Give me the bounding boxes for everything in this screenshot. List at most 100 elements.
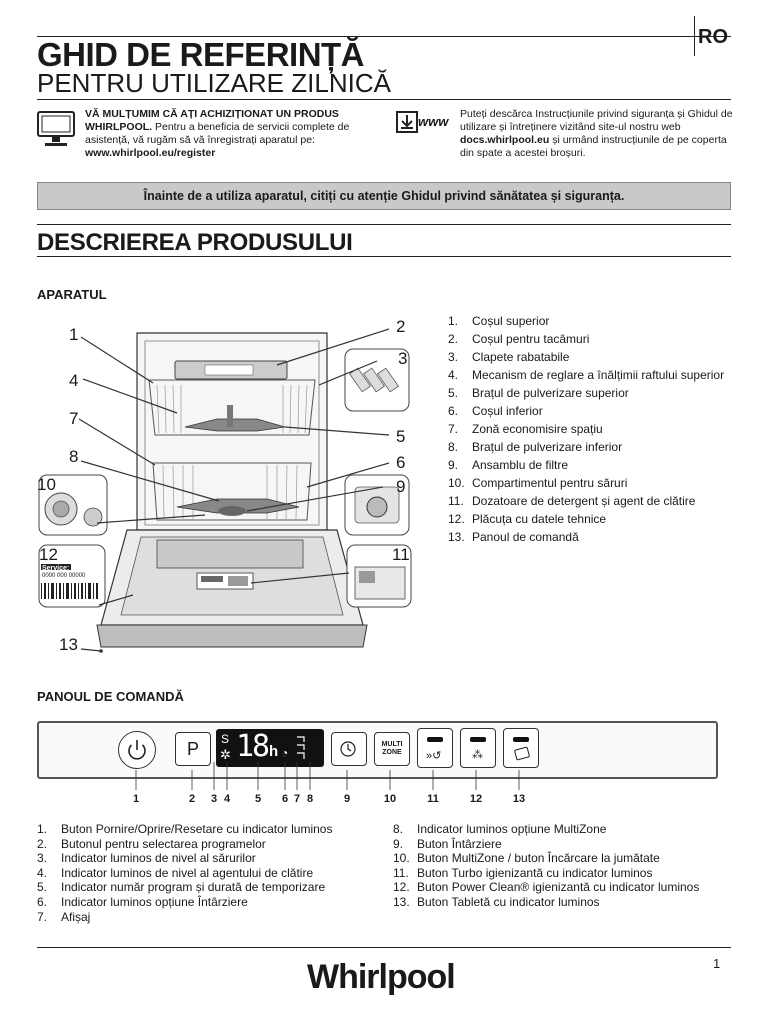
power-clean-button[interactable]: ⁂: [460, 728, 496, 768]
panel-number-1: 1: [132, 793, 140, 805]
download-text: Puteți descărca Instrucțiunile privind s…: [460, 108, 734, 160]
panel-number-10: 10: [383, 793, 397, 805]
rinse-aid-indicator: ✲: [220, 747, 231, 762]
list-item: 4.Mecanism de reglare a înălțimii raftul…: [448, 368, 725, 382]
callout-2: 2: [396, 317, 406, 336]
tablet-icon: [513, 746, 531, 761]
section-title: DESCRIEREA PRODUSULUI: [37, 229, 353, 256]
program-button[interactable]: P: [175, 732, 211, 766]
panel-number-11: 11: [427, 793, 439, 805]
list-item: 13.Panoul de comandă: [448, 530, 579, 544]
power-clean-indicator: [470, 737, 486, 742]
download-icon: [396, 111, 452, 140]
list-item: 5.Indicator număr program și durată de t…: [37, 880, 326, 895]
list-item: 8.Brațul de pulverizare inferior: [448, 440, 623, 454]
list-item: 2.Butonul pentru selectarea programelor: [37, 836, 266, 851]
panel-number-7: 7: [293, 793, 301, 805]
turbo-button[interactable]: »↺: [417, 728, 453, 768]
panel-number-12: 12: [469, 793, 483, 805]
list-item: 7.Zonă economisire spațiu: [448, 422, 603, 436]
list-item: 12.Buton Power Clean® igienizantă cu ind…: [393, 880, 700, 895]
list-item: 10.Compartimentul pentru săruri: [448, 476, 628, 490]
panel-legend-left: 1.Buton Pornire/Oprire/Resetare cu indic…: [37, 822, 387, 924]
callout-8: 8: [69, 447, 79, 466]
callout-3: 3: [398, 349, 408, 368]
list-item: 12.Plăcuța cu datele tehnice: [448, 512, 607, 526]
parts-list: 1.Coșul superior 2.Coșul pentru tacâmuri…: [448, 312, 738, 546]
list-item: 8.Indicator luminos opțiune MultiZone: [393, 822, 607, 836]
list-item: 7.Afișaj: [37, 909, 91, 924]
download-url[interactable]: docs.whirlpool.eu: [460, 134, 550, 146]
callout-11: 11: [392, 545, 410, 564]
tablet-indicator: [513, 737, 529, 742]
list-item: 9.Ansamblu de filtre: [448, 458, 569, 472]
list-item: 3.Indicator luminos de nivel al sărurilo…: [37, 851, 256, 866]
multizone-button[interactable]: MULTI ZONE: [374, 732, 410, 766]
www-label: www: [418, 114, 449, 129]
list-item: 2.Coșul pentru tacâmuri: [448, 332, 590, 346]
callout-1: 1: [69, 325, 79, 344]
footer-rule: [37, 947, 731, 948]
list-item: 4.Indicator luminos de nivel al agentulu…: [37, 865, 314, 880]
download-text-1: Puteți descărca Instrucțiunile privind s…: [460, 108, 733, 133]
clock-icon: [340, 741, 356, 757]
register-text: VĂ MULȚUMIM CĂ AȚI ACHIZIȚIONAT UN PRODU…: [85, 108, 357, 160]
safety-warning: Înainte de a utiliza aparatul, citiți cu…: [37, 182, 731, 210]
panel-leaders: [37, 762, 577, 794]
appliance-title: APARATUL: [37, 287, 107, 302]
guide-subtitle: PENTRU UTILIZARE ZILNICĂ: [37, 68, 391, 98]
list-item: 3.Clapete rabatabile: [448, 350, 570, 364]
list-item: 6.Indicator luminos opțiune Întârziere: [37, 894, 248, 909]
tablet-button[interactable]: [503, 728, 539, 768]
list-item: 1.Coșul superior: [448, 314, 550, 328]
list-item: 1.Buton Pornire/Oprire/Resetare cu indic…: [37, 822, 333, 836]
callout-6: 6: [396, 453, 406, 472]
callout-10: 10: [37, 475, 56, 494]
service-number: 0000 000 00000: [42, 573, 86, 579]
callout-13: 13: [59, 635, 78, 654]
turbo-icon: »↺: [426, 750, 442, 762]
panel-number-2: 2: [188, 793, 196, 805]
power-icon: [128, 740, 146, 760]
monitor-icon: [37, 110, 77, 155]
multizone-label-2: ZONE: [382, 749, 402, 756]
header-rule: [37, 36, 731, 37]
download-text-2: și urmând instrucțiunile de pe coperta d…: [460, 134, 727, 159]
power-button[interactable]: [118, 731, 156, 769]
salt-indicator: S: [221, 732, 230, 746]
list-item: 13.Buton Tabletă cu indicator luminos: [393, 894, 600, 909]
panel-number-4: 4: [223, 793, 231, 805]
panel-number-13: 13: [512, 793, 526, 805]
list-item: 11.Buton Turbo igienizantă cu indicator …: [393, 865, 653, 880]
spray-icon: ⁂: [472, 749, 483, 761]
list-item: 9.Buton Întârziere: [393, 836, 502, 851]
section-rule-bottom: [37, 256, 731, 257]
delay-button[interactable]: [331, 732, 367, 766]
multizone-label-1: MULTI: [381, 741, 403, 748]
section-rule-top: [37, 224, 731, 225]
register-thanks: VĂ MULȚUMIM CĂ AȚI ACHIZIȚIONAT UN PRODU…: [85, 108, 339, 133]
callout-7: 7: [69, 409, 79, 428]
multizone-indicator-icon: [296, 735, 305, 761]
panel-number-5: 5: [254, 793, 262, 805]
register-body: Pentru a beneficia de servicii complete …: [85, 121, 350, 146]
panel-number-8: 8: [306, 793, 314, 805]
list-item: 10.Buton MultiZone / buton Încărcare la …: [393, 851, 660, 866]
callout-9: 9: [396, 477, 406, 496]
panel-title: PANOUL DE COMANDĂ: [37, 689, 184, 704]
display: S ✲ 18 h ◔: [216, 729, 324, 767]
page-number: 1: [713, 956, 721, 971]
program-time-display: 18: [236, 729, 270, 764]
panel-number-9: 9: [343, 793, 351, 805]
whirlpool-logo: Whirlpool: [307, 958, 456, 996]
register-url[interactable]: www.whirlpool.eu/register: [85, 147, 216, 159]
control-panel: P S ✲ 18 h ◔ MULTI ZONE »↺ ⁂: [37, 721, 718, 779]
lang-divider: [694, 16, 695, 56]
list-item: 6.Coșul inferior: [448, 404, 543, 418]
panel-number-3: 3: [210, 793, 218, 805]
hours-unit: h: [269, 743, 279, 760]
delay-indicator-icon: ◔: [281, 746, 289, 760]
callout-12: 12: [39, 545, 58, 564]
panel-legend-right: 8.Indicator luminos opțiune MultiZone 9.…: [393, 822, 738, 910]
guide-title: GHID DE REFERINȚĂ: [37, 36, 365, 73]
